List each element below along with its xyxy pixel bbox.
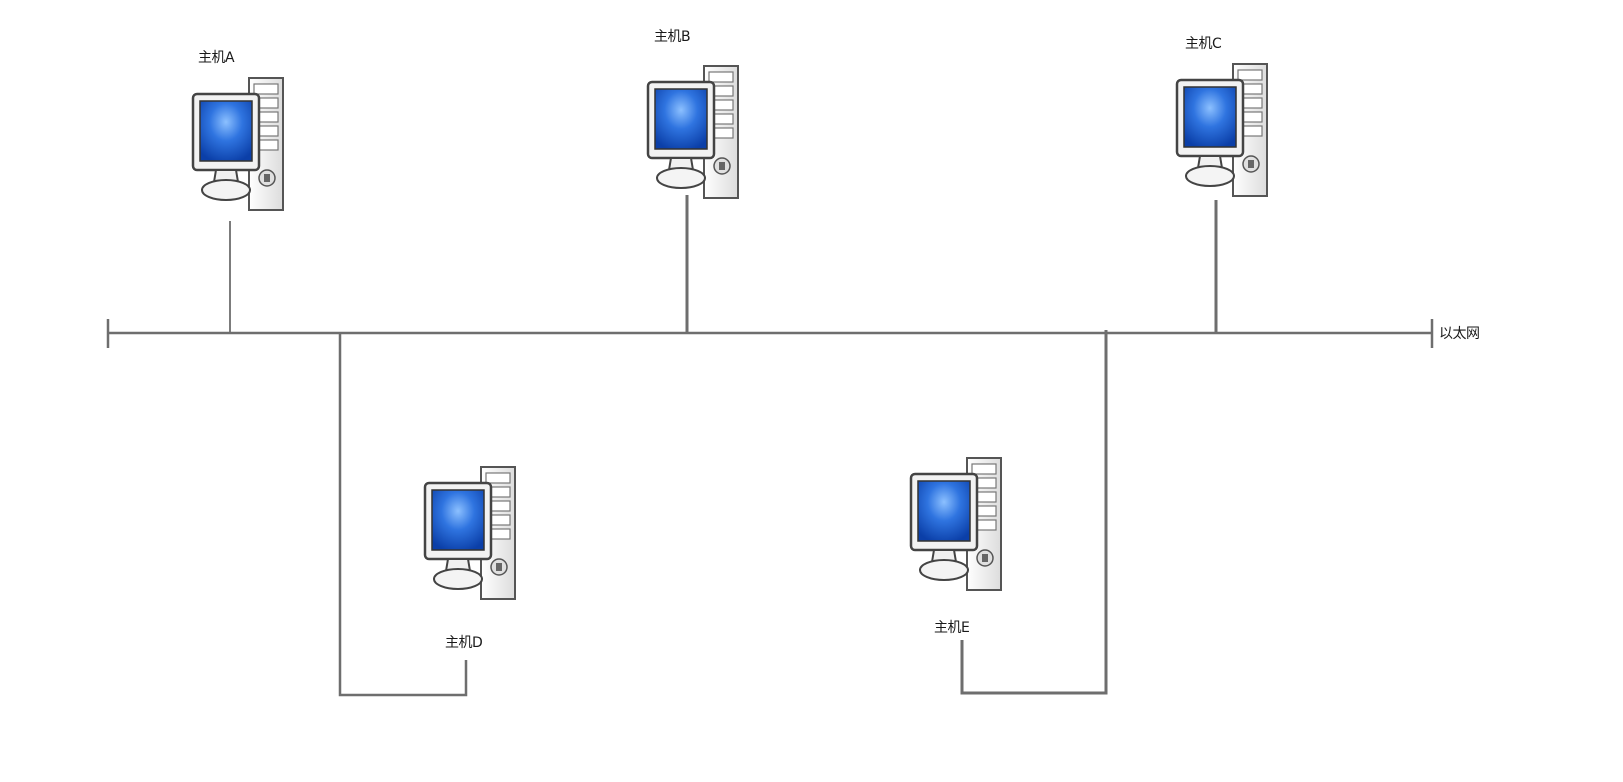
host-a-label: 主机A (198, 50, 235, 66)
computer-icon (423, 465, 517, 601)
cable-host-e (960, 330, 1108, 695)
host-e-label: 主机E (934, 620, 970, 636)
ethernet-label: 以太网 (1439, 326, 1480, 342)
connection-lines (229, 195, 1218, 697)
host-c-label: 主机C (1185, 36, 1222, 52)
computer-icon (191, 76, 285, 212)
ethernet-bus (106, 319, 1434, 348)
host-d-label: 主机D (445, 635, 483, 651)
computer-icon (646, 64, 740, 200)
computer-icon (909, 456, 1003, 592)
computer-icon (1175, 62, 1269, 198)
host-b-label: 主机B (654, 29, 691, 45)
cable-host-d (338, 333, 468, 697)
